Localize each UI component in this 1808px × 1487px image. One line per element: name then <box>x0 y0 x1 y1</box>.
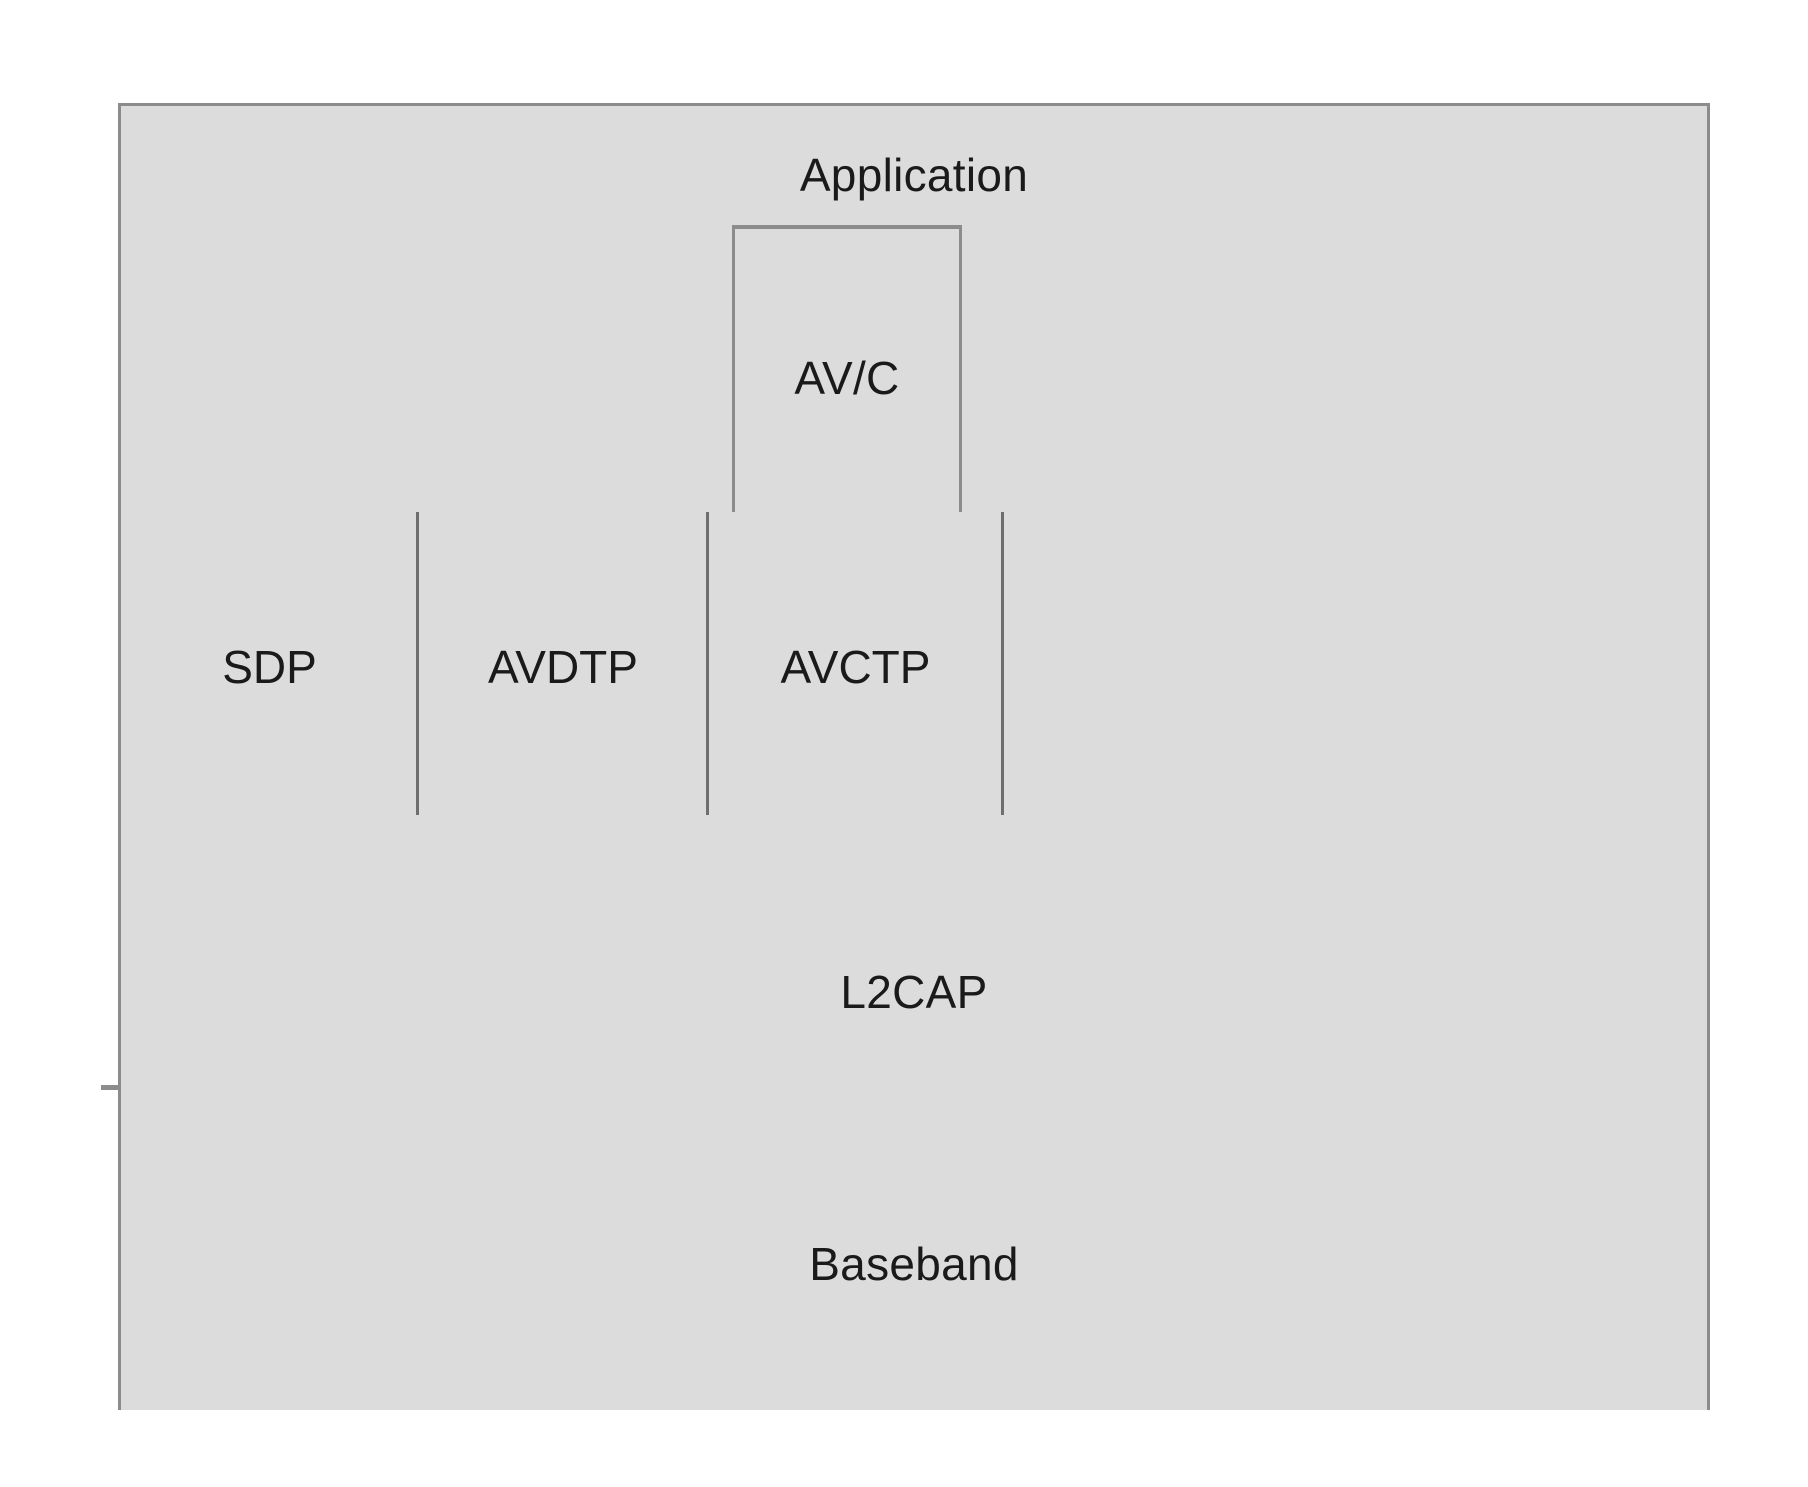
layer-l2cap-label: L2CAP <box>840 966 988 1018</box>
box-avc: AV/C <box>732 225 962 515</box>
cell-sdp-label: SDP <box>222 641 317 693</box>
layer-baseband: Baseband <box>121 1085 1707 1410</box>
divider-avctp-empty <box>1001 512 1004 815</box>
cell-avdtp: AVDTP <box>418 512 708 815</box>
layer-baseband-label: Baseband <box>809 1238 1019 1290</box>
divider-sdp-avdtp <box>416 512 419 815</box>
layer-protocols: SDP AVDTP AVCTP <box>121 512 1707 815</box>
cell-avctp: AVCTP <box>708 512 1003 815</box>
layer-application-label: Application <box>799 149 1029 201</box>
cell-avdtp-label: AVDTP <box>488 641 638 693</box>
divider-avdtp-avctp <box>706 512 709 815</box>
stack-frame: Application AV/C SDP AVDTP AVCTP <box>101 103 1710 1410</box>
box-avc-label: AV/C <box>794 352 900 404</box>
cell-sdp: SDP <box>121 512 418 815</box>
cell-avctp-label: AVCTP <box>780 641 931 693</box>
cell-protocol-empty <box>1003 512 1707 815</box>
layer-l2cap: L2CAP <box>121 815 1707 1085</box>
